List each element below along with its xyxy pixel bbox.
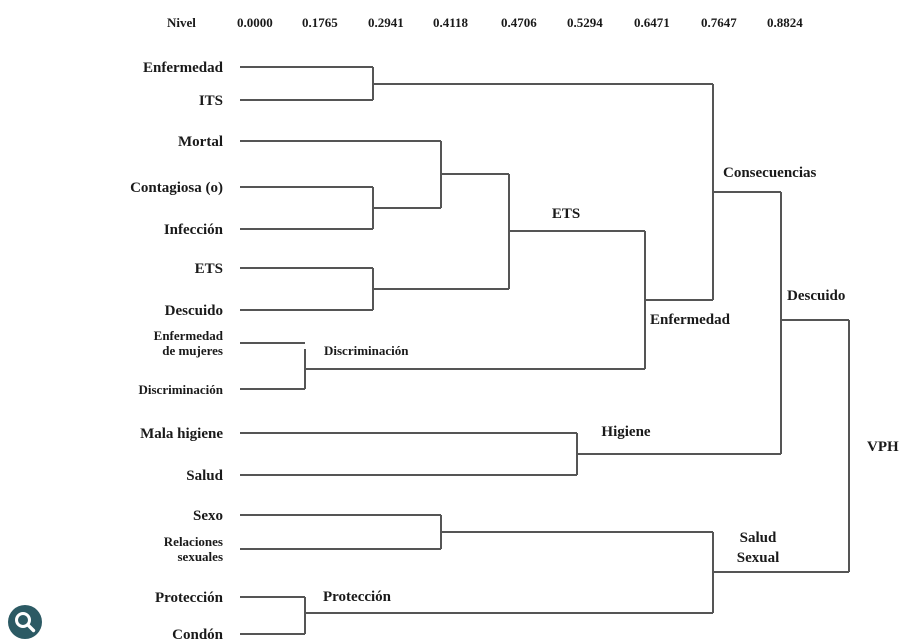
scale-tick: 0.1765	[302, 15, 338, 30]
scale-tick: 0.7647	[701, 15, 737, 30]
leaf-label-salud: Salud	[186, 468, 223, 484]
leaf-label-contagiosa: Contagiosa (o)	[130, 180, 223, 196]
scale-tick: 0.6471	[634, 15, 670, 30]
search-icon	[15, 612, 36, 633]
cluster-label-salud-sexual: Salud	[740, 530, 777, 546]
leaf-label-mala-higiene: Mala higiene	[140, 426, 223, 442]
leaf-label-discriminacion: Discriminación	[139, 382, 224, 397]
scale-tick: 0.4118	[433, 15, 469, 30]
cluster-label-descuido: Descuido	[787, 288, 845, 304]
cluster-label-salud-sexual: Sexual	[737, 550, 780, 566]
leaf-label-its: ITS	[199, 93, 223, 109]
leaf-label-ets: ETS	[195, 261, 223, 277]
scale-tick: 0.4706	[501, 15, 537, 30]
scale-tick: 0.8824	[767, 15, 803, 30]
scale-label: Nivel	[167, 15, 196, 30]
leaf-label-proteccion: Protección	[155, 590, 224, 606]
leaf-label-infeccion: Infección	[164, 222, 224, 238]
cluster-label-consecuencias: Consecuencias	[723, 165, 816, 181]
cluster-label-ets: ETS	[552, 206, 580, 222]
cluster-label-discriminacion: Discriminación	[324, 343, 409, 358]
leaf-label-descuido: Descuido	[165, 303, 223, 319]
scale-tick: 0.5294	[567, 15, 603, 30]
leaf-label-mortal: Mortal	[178, 134, 223, 150]
leaf-label-enfermedad: Enfermedad	[143, 60, 224, 76]
leaf-label-relaciones-sexuales: Relaciones	[164, 534, 223, 549]
cluster-label-higiene: Higiene	[601, 424, 651, 440]
leaf-label-sexo: Sexo	[193, 508, 223, 524]
cluster-label-enfermedad: Enfermedad	[650, 312, 731, 328]
leaf-label-enfermedad-mujeres: Enfermedad	[154, 328, 224, 343]
leaf-label-relaciones-sexuales: sexuales	[178, 549, 224, 564]
cluster-label-proteccion: Protección	[323, 589, 392, 605]
search-button[interactable]	[8, 605, 42, 639]
scale-tick: 0.0000	[237, 15, 273, 30]
leaf-label-condon: Condón	[172, 627, 224, 642]
cluster-label-vph: VPH	[867, 439, 899, 455]
leaf-label-enfermedad-mujeres: de mujeres	[162, 343, 223, 358]
scale-tick: 0.2941	[368, 15, 404, 30]
